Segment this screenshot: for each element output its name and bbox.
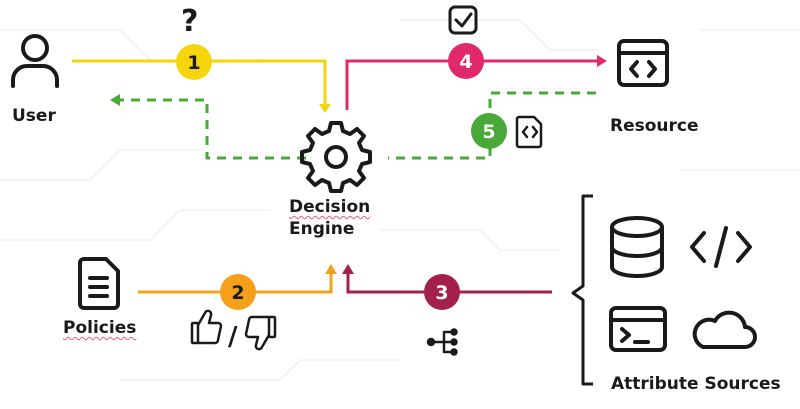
attribute-sources-label: Attribute Sources xyxy=(611,374,781,394)
step-number-2: 2 xyxy=(231,282,244,304)
arrowhead-3 xyxy=(342,264,354,274)
step-number-4: 4 xyxy=(459,51,472,73)
document-icon xyxy=(78,257,120,310)
arrowhead-1 xyxy=(319,104,331,113)
checkbox-icon xyxy=(448,5,478,35)
thumbs-down-icon xyxy=(244,315,277,351)
flow-line-4 xyxy=(345,59,598,110)
database-icon xyxy=(610,216,664,278)
user-icon xyxy=(11,34,59,88)
step-number-5: 5 xyxy=(482,121,495,143)
flow-line-2 xyxy=(138,273,333,294)
question-mark: ? xyxy=(181,4,199,39)
terminal-icon xyxy=(609,306,667,352)
return-dashed-line xyxy=(120,91,596,160)
return-arrowhead xyxy=(110,94,120,106)
step-badge-5: 5 xyxy=(471,113,507,149)
step-badge-4: 4 xyxy=(448,43,484,79)
file-code-icon xyxy=(515,115,543,149)
step-badge-1: 1 xyxy=(176,44,212,80)
slash-separator: / xyxy=(228,322,238,352)
gear-icon xyxy=(300,121,372,193)
decision-engine-line2: Engine xyxy=(289,219,355,239)
user-label: User xyxy=(12,106,56,126)
tree-icon xyxy=(426,328,458,356)
attribute-bracket xyxy=(571,194,593,386)
flow-line-3 xyxy=(346,273,552,294)
step-number-3: 3 xyxy=(435,282,448,304)
resource-label: Resource xyxy=(610,116,699,136)
step-badge-2: 2 xyxy=(220,274,256,310)
step-number-1: 1 xyxy=(187,52,200,74)
flow-line-1 xyxy=(72,59,327,105)
policies-label: Policies xyxy=(63,318,137,338)
arrowhead-4 xyxy=(597,55,607,67)
step-badge-3: 3 xyxy=(424,274,460,310)
decision-engine-label: Decision Engine xyxy=(289,196,370,240)
arrowhead-2 xyxy=(325,264,337,274)
cloud-icon xyxy=(692,310,757,349)
thumbs-up-icon xyxy=(190,309,223,345)
code-brackets-icon xyxy=(690,226,752,268)
decision-engine-line1: Decision xyxy=(289,197,371,217)
browser-code-icon xyxy=(617,39,669,87)
